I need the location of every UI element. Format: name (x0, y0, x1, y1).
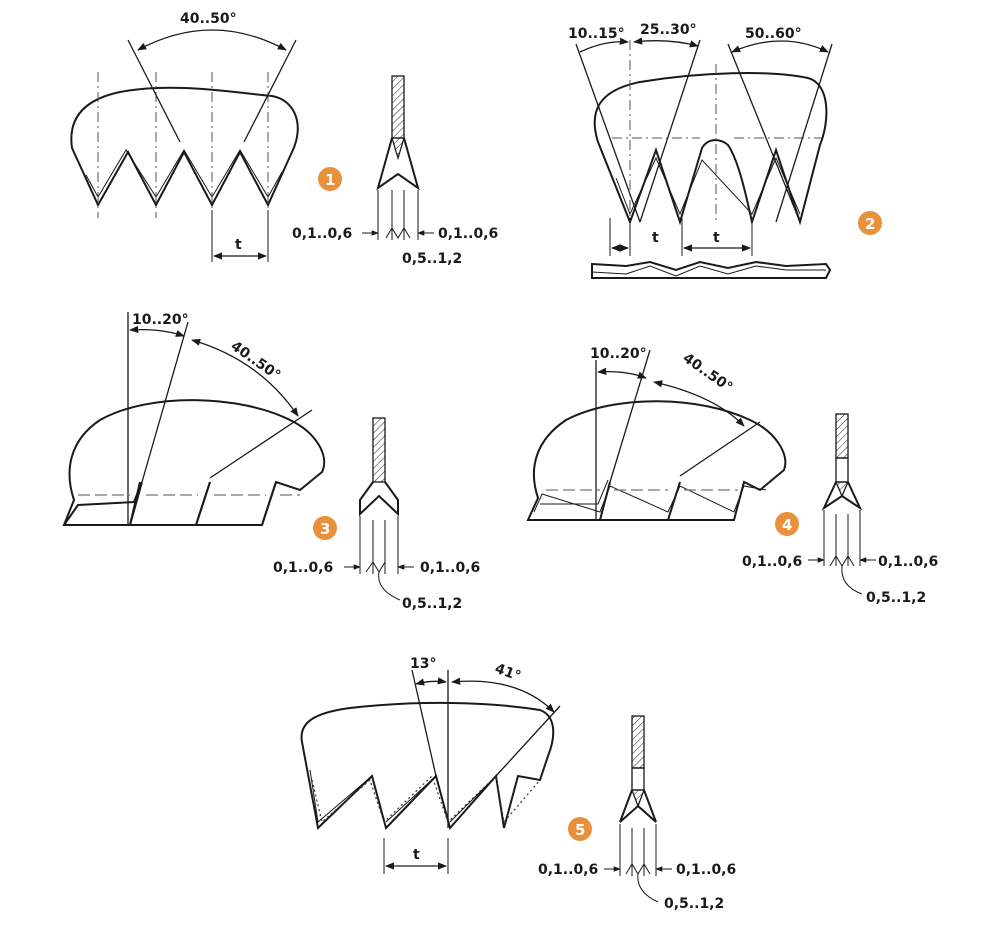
figure-4: 10..20° 40..50° 0,1..0,6 0,1..0,6 0,5..1… (526, 346, 938, 606)
figure-2-saw-blade: 10..15° 25..30° 50..60° t t (568, 22, 833, 256)
figure-4-number-badge: 4 (775, 512, 799, 536)
figure-4-number: 4 (782, 516, 792, 534)
figure-2-wavy-set-view (591, 260, 832, 279)
figure-3-saw-blade: 10..20° 40..50° (62, 312, 326, 526)
figure-1-set-right-label: 0,1..0,6 (438, 226, 498, 242)
figure-2-angle-label-1: 10..15° (568, 26, 625, 42)
figure-3-number-badge: 3 (313, 516, 337, 540)
figure-5: 13° 41° t 0,1..0,6 0,1..0,6 0,5..1,2 (300, 656, 736, 912)
figure-3-set-right-label: 0,1..0,6 (420, 560, 480, 576)
figure-3-angle-label-2: 40..50° (228, 338, 284, 384)
figure-5-number: 5 (575, 821, 585, 839)
figure-3-set-left-label: 0,1..0,6 (273, 560, 333, 576)
figure-3-number: 3 (320, 520, 330, 538)
figure-2-number-badge: 2 (858, 211, 882, 235)
figure-4-angle-label-2: 40..50° (680, 350, 736, 396)
figure-1-badge-circle (318, 167, 342, 191)
figure-4-set-left-label: 0,1..0,6 (742, 554, 802, 570)
figure-2-angle-label-3: 50..60° (745, 26, 802, 42)
figure-5-saw-blade: 13° 41° t (300, 656, 561, 874)
figure-3-angle-label-1: 10..20° (132, 312, 189, 328)
figure-1-set-left-label: 0,1..0,6 (292, 226, 352, 242)
figure-4-tooth-section: 0,1..0,6 0,1..0,6 0,5..1,2 (742, 413, 938, 606)
figure-5-angle-label-1: 13° (410, 656, 436, 672)
figure-1-number: 1 (325, 171, 335, 189)
figure-1-pitch-label: t (235, 237, 242, 253)
figure-3-badge-circle (313, 516, 337, 540)
figure-5-set-bottom-label: 0,5..1,2 (664, 896, 724, 912)
figure-2-angle-label-2: 25..30° (640, 22, 697, 38)
figure-4-set-bottom-label: 0,5..1,2 (866, 590, 926, 606)
figure-3-set-bottom-label: 0,5..1,2 (402, 596, 462, 612)
figure-2: 10..15° 25..30° 50..60° t t 2 (568, 22, 882, 279)
figure-2-pitch-label-1: t (652, 230, 659, 246)
figure-5-pitch-label: t (413, 847, 420, 863)
figure-4-angle-label-1: 10..20° (590, 346, 647, 362)
figure-1-angle-label: 40..50° (180, 11, 237, 27)
figure-1-set-bottom-label: 0,5..1,2 (402, 251, 462, 267)
figure-4-saw-blade: 10..20° 40..50° (526, 346, 787, 521)
figure-1-saw-blade: 40..50° t (70, 11, 299, 262)
figure-5-badge-circle (568, 817, 592, 841)
figure-5-angle-label-2: 41° (493, 661, 523, 685)
figure-1-tooth-section: 0,1..0,6 0,1..0,6 0,5..1,2 (292, 75, 498, 267)
figure-4-set-right-label: 0,1..0,6 (878, 554, 938, 570)
figure-5-set-right-label: 0,1..0,6 (676, 862, 736, 878)
figure-3: 10..20° 40..50° 0,1..0,6 0,1..0,6 0,5..1… (62, 312, 480, 612)
figure-5-tooth-section: 0,1..0,6 0,1..0,6 0,5..1,2 (538, 715, 736, 912)
figure-2-badge-circle (858, 211, 882, 235)
figure-1-number-badge: 1 (318, 167, 342, 191)
figure-5-number-badge: 5 (568, 817, 592, 841)
figure-2-pitch-label-2: t (713, 230, 720, 246)
figure-3-tooth-section: 0,1..0,6 0,1..0,6 0,5..1,2 (273, 417, 480, 612)
figure-5-set-left-label: 0,1..0,6 (538, 862, 598, 878)
figure-2-number: 2 (865, 215, 875, 233)
figure-4-badge-circle (775, 512, 799, 536)
figure-1: 40..50° t 0,1..0,6 0,1..0,6 0,5..1,2 1 (70, 11, 498, 267)
